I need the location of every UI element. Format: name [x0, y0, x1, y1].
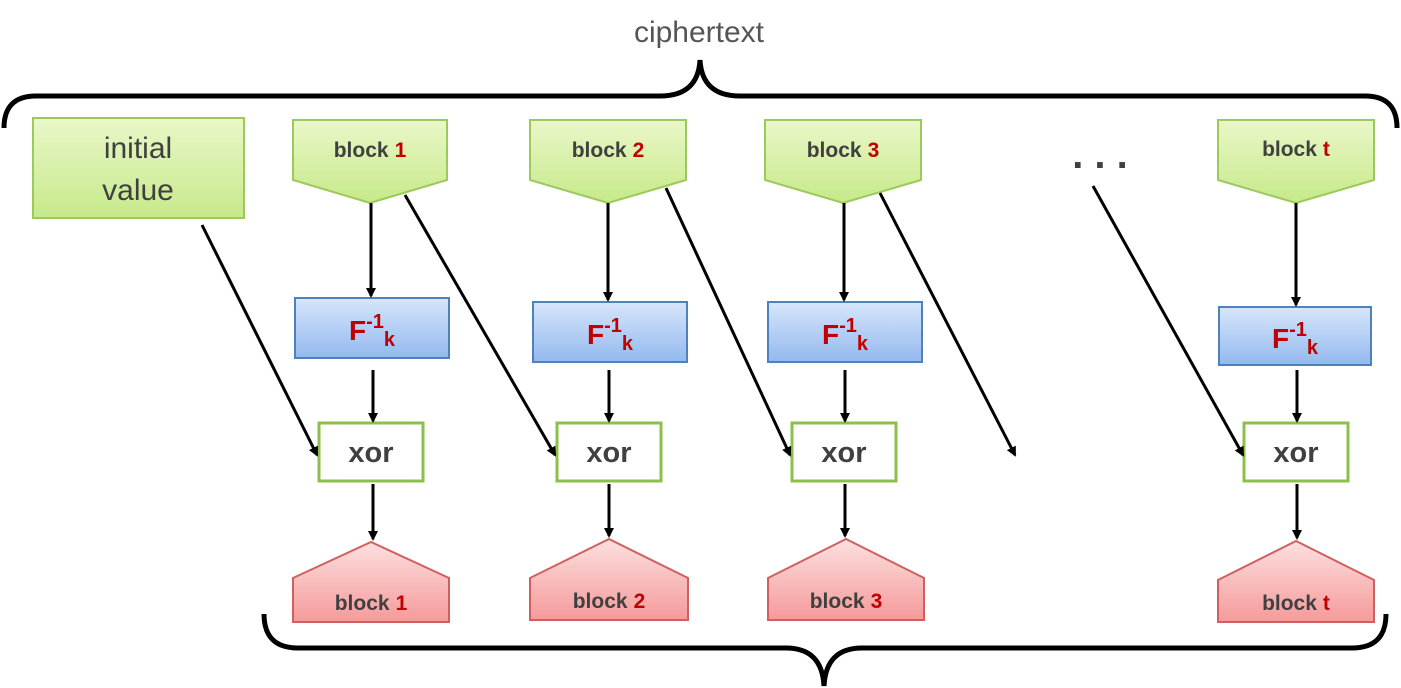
xor-label-1: xor — [348, 437, 393, 469]
func-sub: k — [622, 333, 634, 355]
xor-label-3: xor — [821, 437, 866, 469]
column-3: block 3 F-1k xor block 3 — [764, 119, 925, 621]
f-inverse-label-3: F-1k — [822, 315, 869, 355]
ellipsis: . . . — [1072, 133, 1128, 177]
block-word: block — [1262, 138, 1317, 161]
ciphertext-block-1-index: 1 — [395, 139, 407, 162]
f-inverse-box-t — [1218, 306, 1372, 366]
ciphertext-block-t-index: t — [1323, 138, 1330, 161]
xor-label-2: xor — [586, 437, 631, 469]
ciphertext-title: ciphertext — [634, 16, 765, 49]
initial-value-label-line2: value — [102, 174, 174, 207]
f-inverse-box-3 — [767, 301, 923, 363]
block-word: block — [807, 139, 862, 162]
column-1: block 1 F-1k xor block 1 — [292, 119, 450, 623]
arrow-prev-to-xort — [1091, 185, 1245, 457]
func-base: F — [822, 319, 839, 350]
xor-box-3 — [790, 421, 898, 483]
plaintext-block-2 — [529, 537, 689, 621]
arrow-c2-to-xor3 — [664, 187, 792, 457]
block-word: block — [572, 139, 627, 162]
func-sup: -1 — [604, 315, 622, 337]
func-base: F — [587, 319, 604, 350]
ciphertext-block-2-label: block 2 — [572, 139, 645, 162]
ciphertext-block-3-index: 3 — [868, 139, 880, 162]
block-word: block — [334, 139, 389, 162]
arrow-c1-to-xor2 — [403, 194, 557, 457]
f-inverse-label-1: F-1k — [349, 311, 396, 351]
plaintext-block-3-label: block 3 — [810, 590, 883, 613]
initial-value-label-line1: initial — [104, 132, 172, 165]
ciphertext-block-2-index: 2 — [633, 139, 645, 162]
ciphertext-block-3 — [764, 119, 922, 205]
block-word: block — [1262, 592, 1317, 615]
f-inverse-label-t: F-1k — [1272, 319, 1319, 359]
plaintext-block-1-label: block 1 — [335, 592, 408, 615]
func-sup: -1 — [839, 315, 857, 337]
plaintext-block-2-index: 2 — [634, 590, 646, 613]
func-base: F — [1272, 323, 1289, 354]
plaintext-block-t-index: t — [1323, 592, 1330, 615]
xor-box-t — [1242, 421, 1350, 483]
initial-value-box — [32, 117, 245, 219]
block-word: block — [335, 592, 390, 615]
arrow-c3-to-next — [878, 192, 1017, 457]
ciphertext-block-2 — [529, 119, 687, 205]
func-sub: k — [1307, 337, 1319, 359]
top-brace — [1, 59, 1400, 129]
ciphertext-block-1 — [292, 119, 448, 205]
plaintext-block-1 — [292, 540, 450, 623]
f-inverse-label-2: F-1k — [587, 315, 634, 355]
block-word: block — [810, 590, 865, 613]
xor-box-1 — [317, 421, 425, 483]
plaintext-block-1-index: 1 — [396, 592, 408, 615]
column-2: block 2 F-1k xor block 2 — [529, 119, 689, 621]
xor-box-2 — [555, 421, 663, 483]
plaintext-block-t — [1217, 539, 1375, 623]
func-sup: -1 — [366, 311, 384, 333]
xor-label-t: xor — [1273, 437, 1318, 469]
func-sub: k — [384, 329, 396, 351]
arrow-iv-to-xor1 — [200, 224, 319, 457]
ciphertext-block-t — [1217, 119, 1375, 205]
func-sub: k — [857, 333, 869, 355]
ciphertext-block-1-label: block 1 — [334, 139, 407, 162]
f-inverse-box-2 — [532, 301, 688, 363]
block-word: block — [573, 590, 628, 613]
ciphertext-block-3-label: block 3 — [807, 139, 880, 162]
plaintext-block-2-label: block 2 — [573, 590, 646, 613]
func-base: F — [349, 315, 366, 346]
func-sup: -1 — [1289, 319, 1307, 341]
plaintext-block-3-index: 3 — [871, 590, 883, 613]
plaintext-block-3 — [767, 537, 925, 621]
f-inverse-box-1 — [294, 297, 450, 359]
bottom-brace — [261, 613, 1389, 687]
